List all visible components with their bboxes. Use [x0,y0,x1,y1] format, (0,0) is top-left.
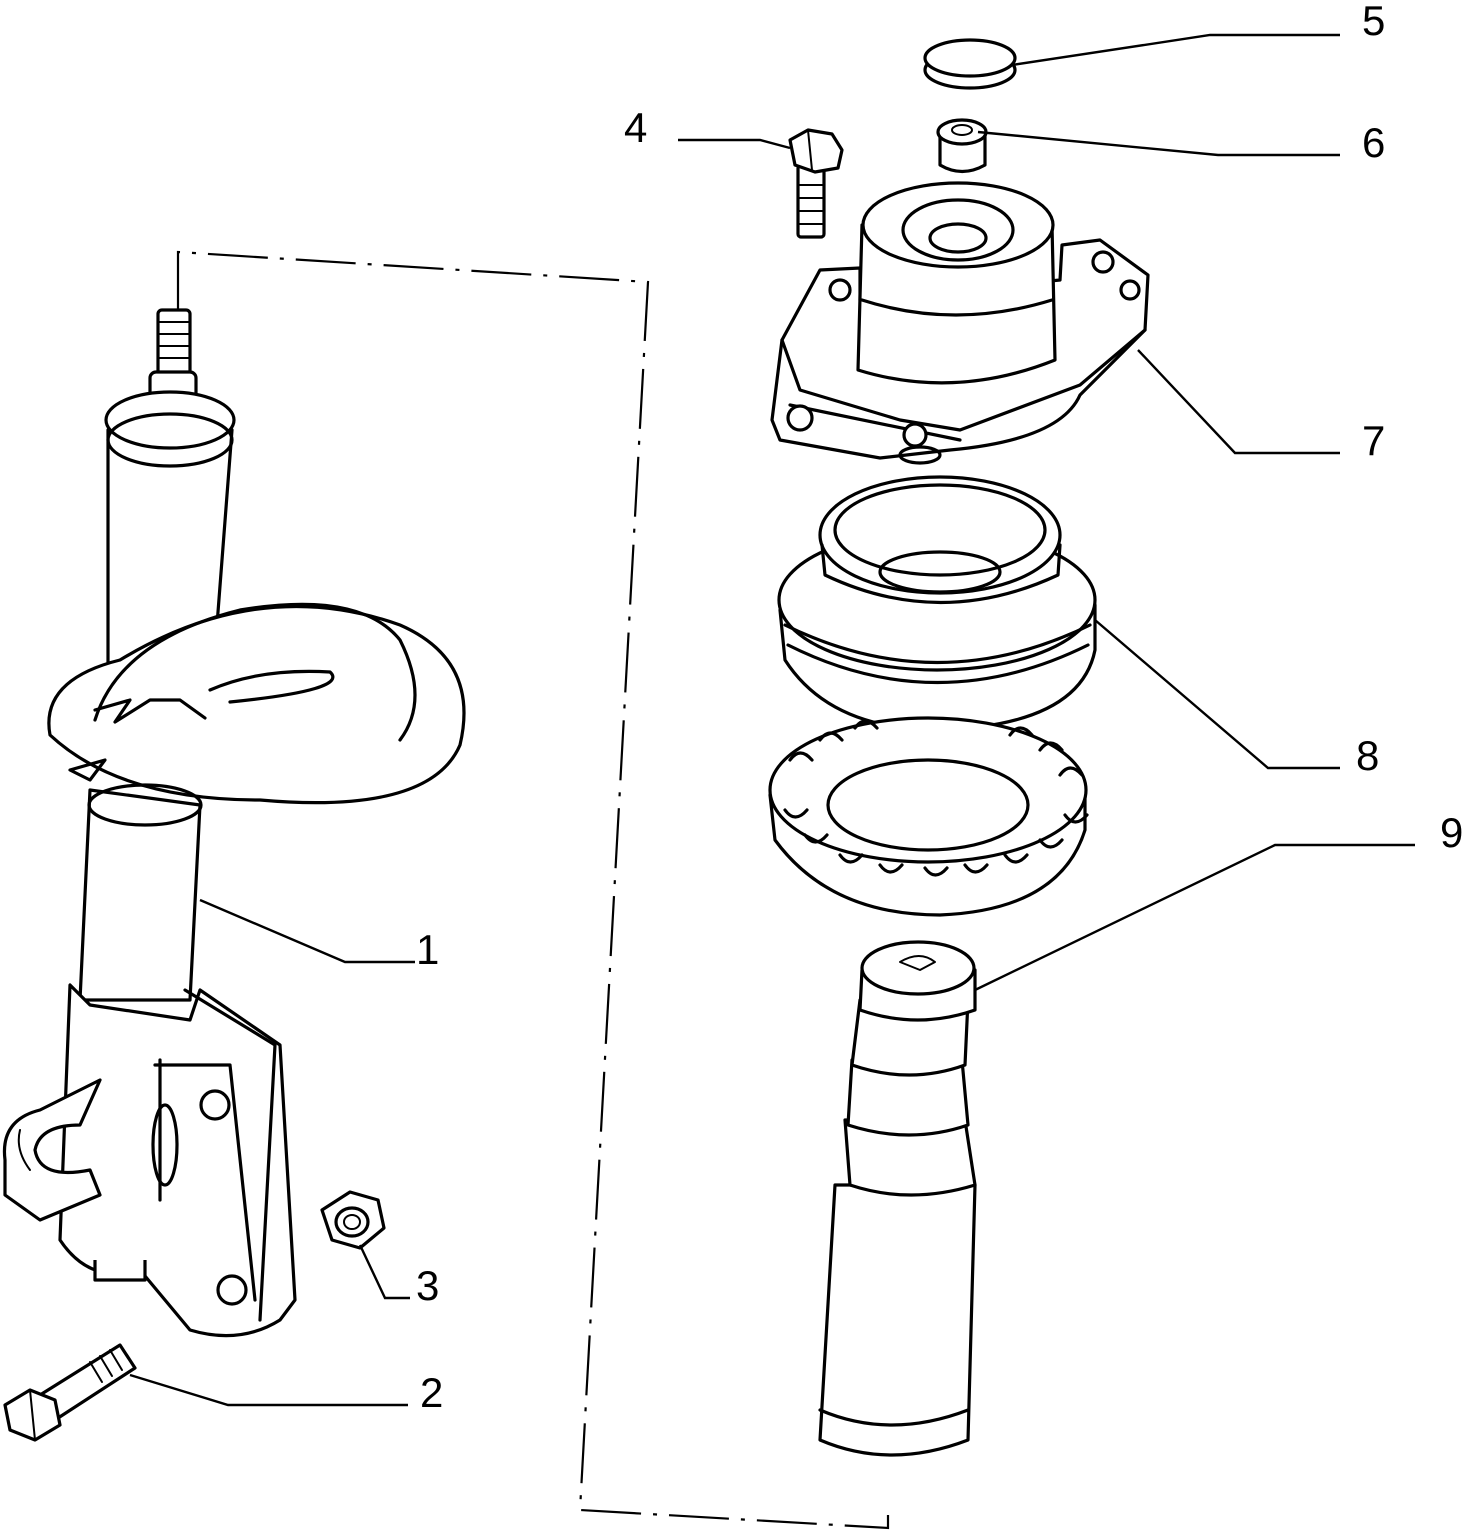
spring-seat-ring [768,716,1089,917]
bump-stop-boot-part-9 [818,940,977,1457]
callout-6: 6 [1362,119,1385,166]
strut-top-mount-part-7 [770,181,1150,465]
callout-1: 1 [416,926,439,973]
callout-labels: 1 2 3 4 5 6 7 8 9 [416,0,1463,1416]
top-nut-part-6 [936,118,988,174]
hex-bolt-part-4 [788,128,844,239]
callout-5: 5 [1362,0,1385,44]
callout-8: 8 [1356,732,1379,779]
assembly-bracket-line [176,250,890,1530]
callout-4: 4 [624,104,647,151]
hex-bolt-part-2 [3,1343,137,1442]
nut-part-3 [320,1190,386,1250]
callout-7: 7 [1362,417,1385,464]
callout-2: 2 [420,1369,443,1416]
callout-9: 9 [1440,809,1463,856]
callout-3: 3 [416,1262,439,1309]
bearing-part-8 [777,475,1097,732]
leader-lines [129,33,1415,1407]
shock-absorber-strut [2,308,466,1338]
dust-cap-part-5 [923,38,1017,90]
